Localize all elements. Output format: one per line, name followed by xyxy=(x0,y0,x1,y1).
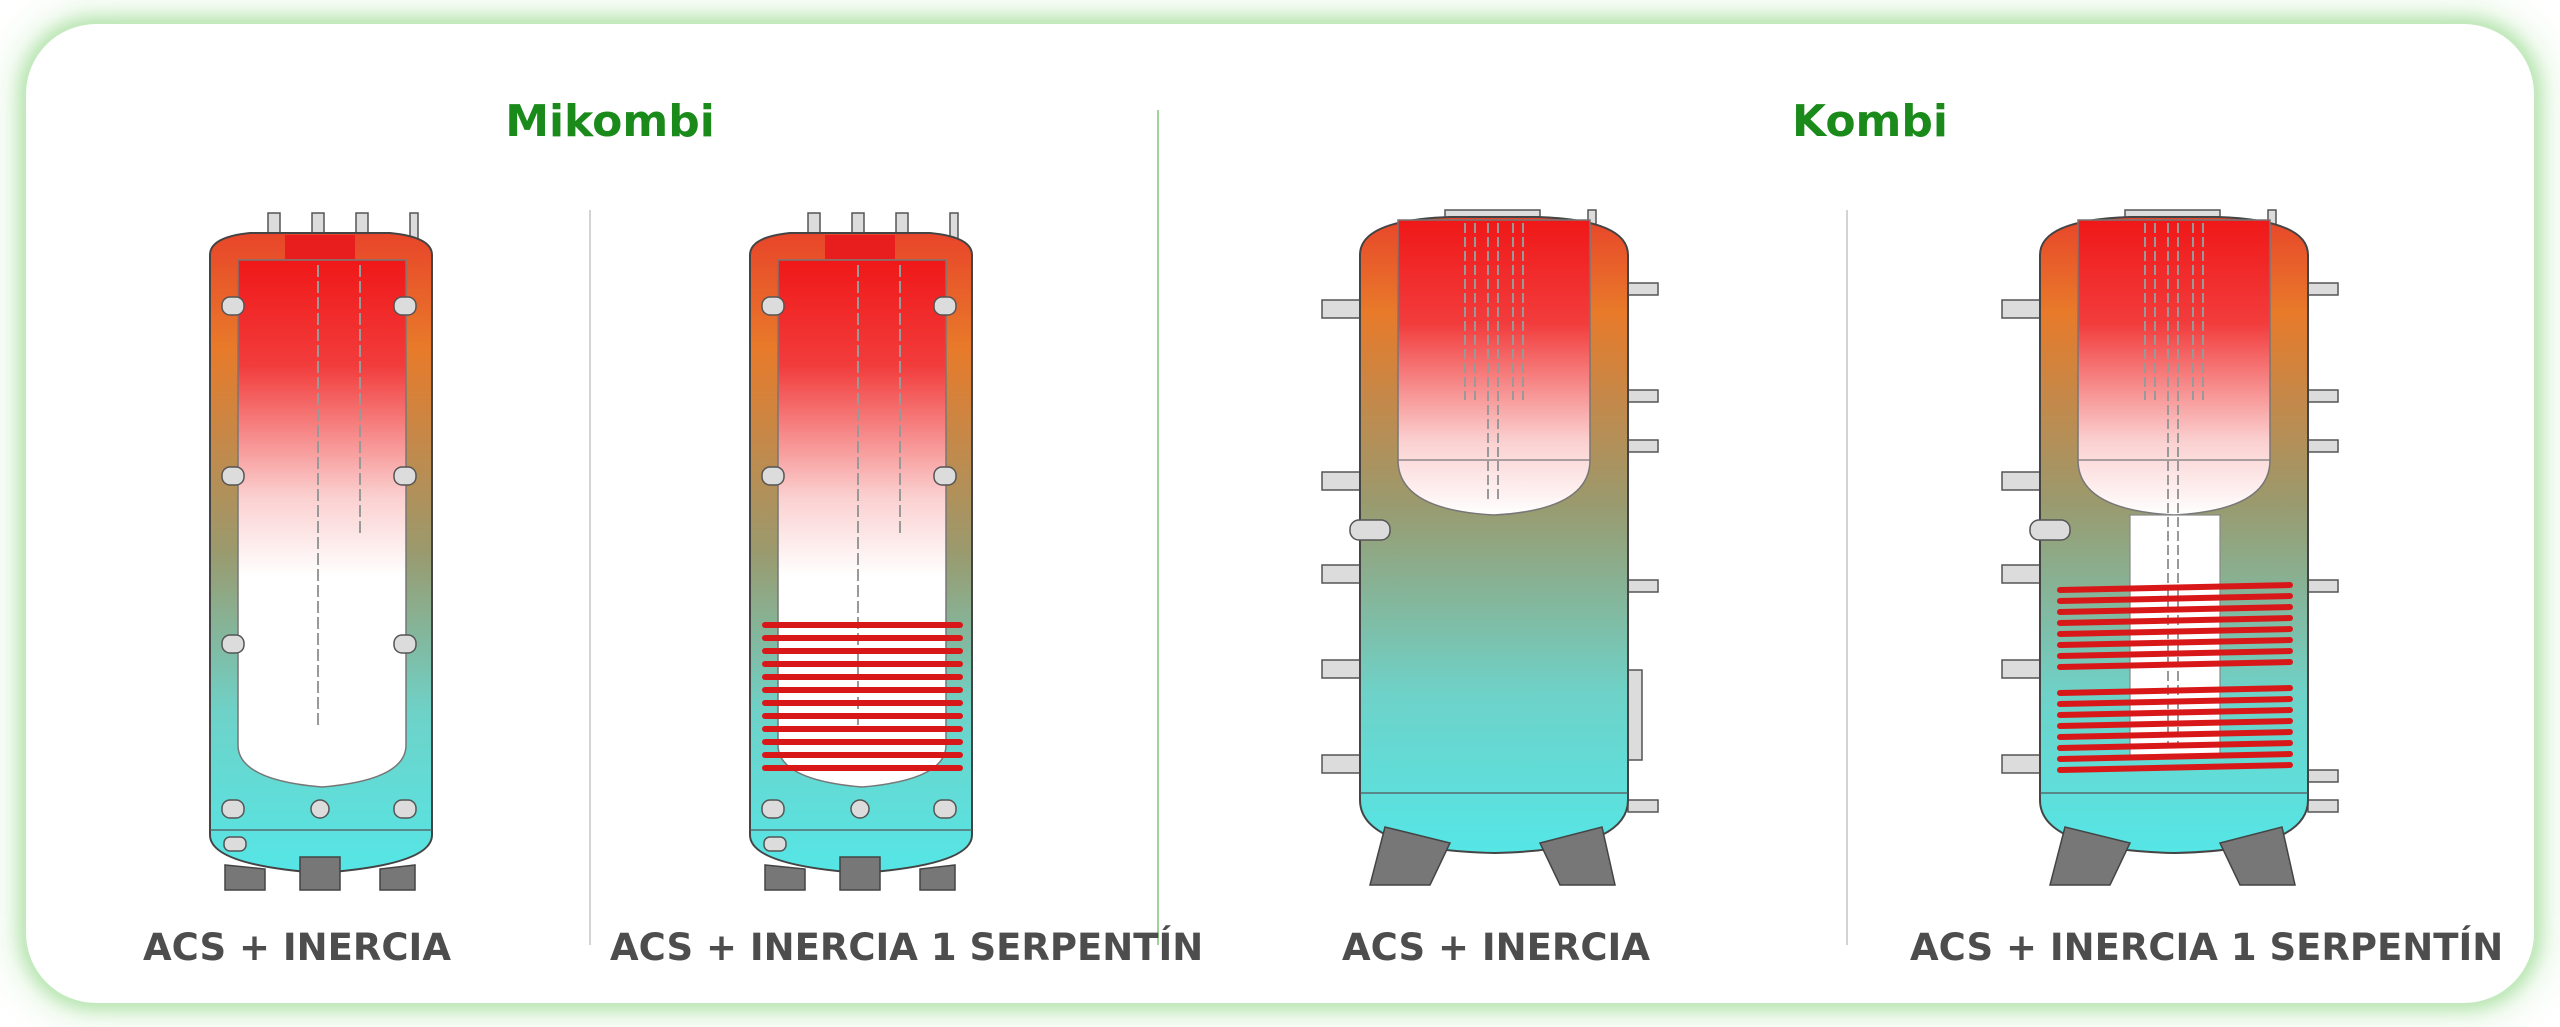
tank-kombi-acs-inercia-serpentin xyxy=(2001,209,2339,886)
group-title-mikombi: Mikombi xyxy=(505,96,715,147)
tank-divider-left xyxy=(589,210,591,945)
tank-label-2: ACS + INERCIA 1 SERPENTÍN xyxy=(610,926,1204,969)
tank-label-3: ACS + INERCIA xyxy=(1342,926,1650,969)
tank-label-1: ACS + INERCIA xyxy=(143,926,451,969)
group-divider xyxy=(1157,110,1159,945)
tank-mikombi-acs-inercia-serpentin xyxy=(749,212,973,891)
tank-label-4: ACS + INERCIA 1 SERPENTÍN xyxy=(1910,926,2504,969)
tank-divider-right xyxy=(1846,210,1848,945)
group-title-kombi: Kombi xyxy=(1792,96,1948,147)
tank-kombi-acs-inercia xyxy=(1321,209,1659,886)
tank-mikombi-acs-inercia xyxy=(209,212,433,891)
